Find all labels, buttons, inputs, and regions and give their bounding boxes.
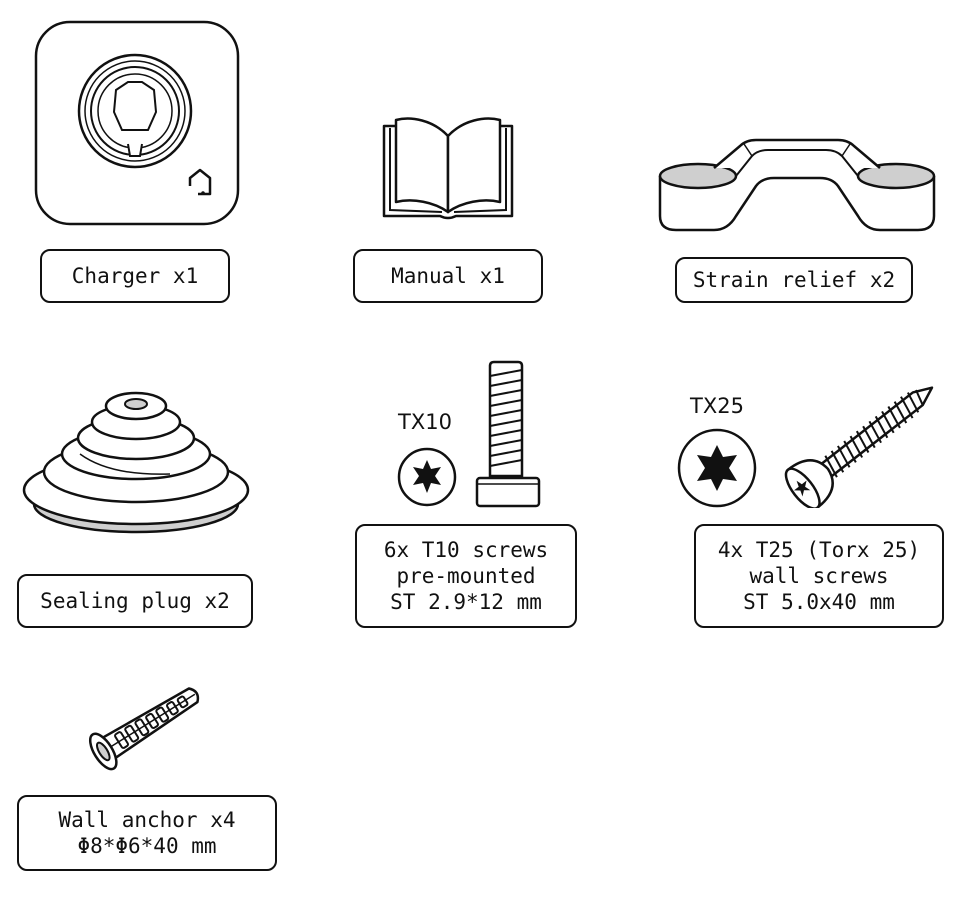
t10-screw-illustration [475,360,541,508]
charger-label-line: Charger x1 [71,264,199,288]
t10-screws-label-line-1: 6x T10 screws [383,538,549,562]
strain-relief-label-line: Strain relief x2 [692,268,896,292]
charger-label: Charger x1 [40,249,230,303]
t25-screws-label-line-2: wall screws [749,564,889,588]
t10-screws-label-line-3: ST 2.9*12 mm [390,590,542,614]
book-icon [382,117,514,220]
manual-label-line: Manual x1 [391,264,505,288]
wall-anchor-label-line-2: Φ8*Φ6*40 mm [77,834,217,858]
manual-label: Manual x1 [353,249,543,303]
wall-anchor-label-line-1: Wall anchor x4 [58,808,236,832]
tx10-label: TX10 [398,410,452,434]
t10-screws-label-line-2: pre-mounted [396,564,536,588]
t10-screws-label: 6x T10 screws pre-mounted ST 2.9*12 mm [355,524,577,628]
sealing-plug-label: Sealing plug x2 [17,574,253,628]
strain-relief-illustration [658,138,936,232]
charger-illustration [34,20,240,226]
t25-screws-label-line-1: 4x T25 (Torx 25) [717,538,921,562]
sealing-plug-illustration [22,391,250,534]
t25-screws-label: 4x T25 (Torx 25) wall screws ST 5.0x40 m… [694,524,944,628]
t25-screws-label-line-3: ST 5.0x40 mm [743,590,895,614]
wall-anchor-illustration [88,687,200,771]
wall-screw-illustration [784,386,934,508]
torx-t10-icon [397,447,457,507]
tx25-label: TX25 [690,394,744,418]
sealing-plug-label-line: Sealing plug x2 [40,589,230,613]
strain-relief-label: Strain relief x2 [675,257,913,303]
wall-anchor-label: Wall anchor x4 Φ8*Φ6*40 mm [17,795,277,871]
torx-t25-icon [677,428,757,508]
